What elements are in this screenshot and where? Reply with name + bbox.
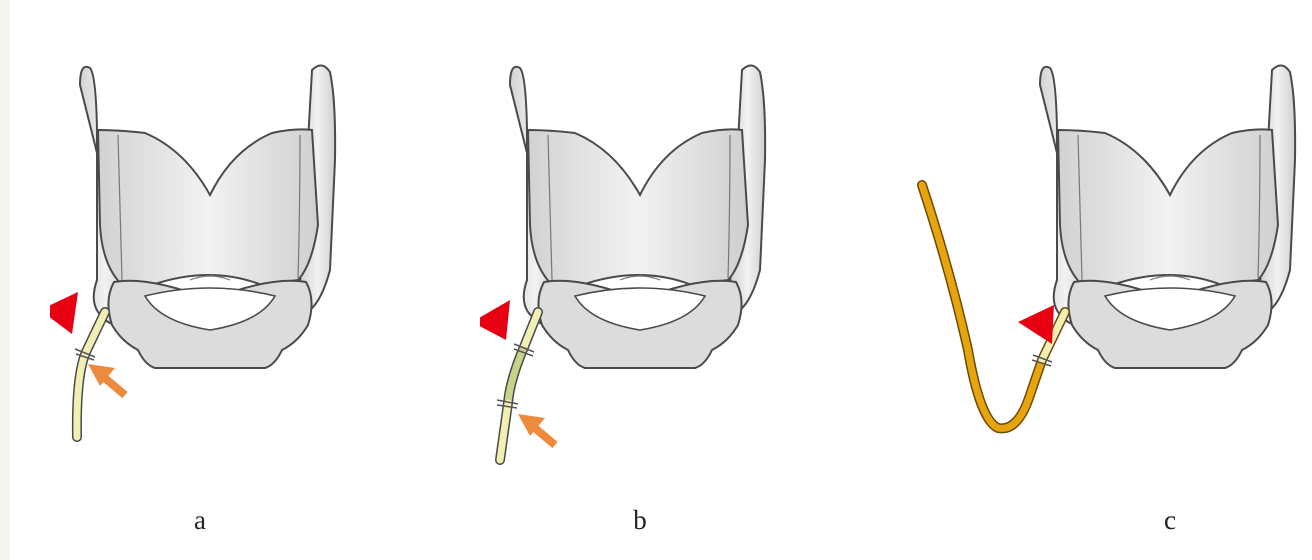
panel-c: c	[910, 0, 1310, 560]
arrowhead-marker-a	[50, 292, 78, 334]
panel-b-label: b	[620, 505, 660, 536]
cricoid-cartilage	[108, 281, 311, 368]
arrowhead-marker-c	[1018, 305, 1054, 344]
nerve-graft-c	[922, 185, 1065, 428]
arrow-marker-b	[518, 414, 555, 445]
figure: a	[10, 0, 1312, 560]
larynx-illustration-c	[910, 0, 1310, 560]
cricoid-cartilage	[538, 281, 741, 368]
panel-a: a	[50, 0, 450, 560]
panel-b: b	[480, 0, 880, 560]
arrowhead-marker-b	[480, 300, 510, 340]
cricoid-cartilage	[1068, 281, 1271, 368]
panel-a-label: a	[180, 505, 220, 536]
panel-c-label: c	[1150, 505, 1190, 536]
larynx-illustration-a	[50, 0, 450, 560]
larynx-illustration-b	[480, 0, 880, 560]
arrow-marker-a	[88, 364, 125, 395]
